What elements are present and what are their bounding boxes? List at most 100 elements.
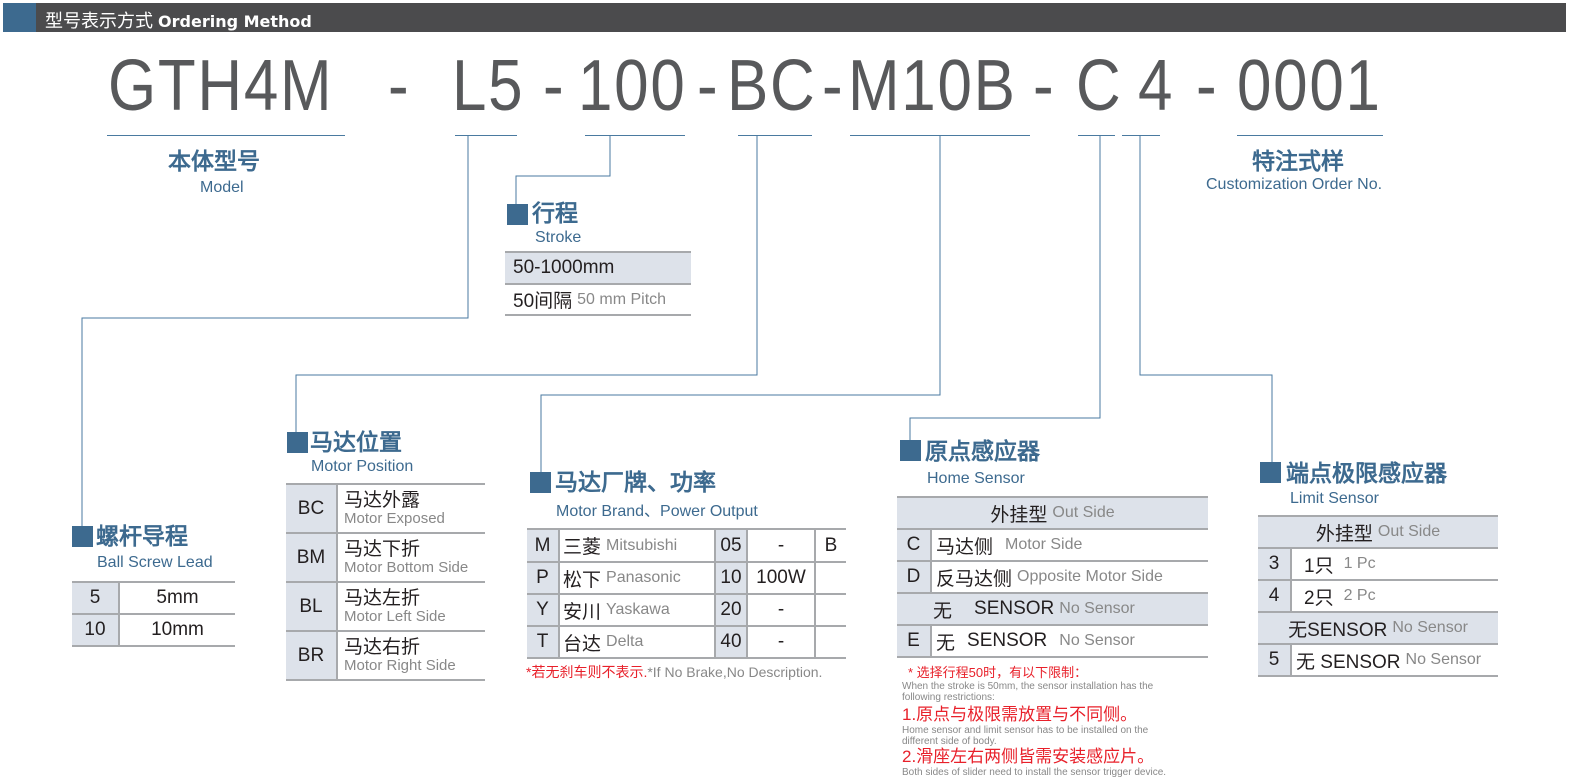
position-cn: 马达左折 [344,587,421,609]
note-head-cn: * 选择行程50时，有以下限制： [908,665,1088,680]
note-2-en: Both sides of slider need to install the… [902,767,1167,778]
position-cn: 马达下折 [344,538,421,560]
brake-cell [814,563,846,593]
lead-code: 10 [72,615,118,645]
limit-cn: 2只 [1304,587,1334,609]
note-2-cn: 2.滑座左右两侧皆需安装感应片。 [902,747,1155,766]
position-cn: 马达右折 [344,636,421,658]
code-dash: - [697,46,720,126]
lead-code: 5 [72,583,118,613]
brand-cn: 安川 [563,601,602,623]
limit-header-en: Out Side [1377,523,1441,540]
stroke-subtitle: Stroke [535,229,582,246]
power-value: - [746,627,814,657]
stroke-50-notes: * 选择行程50时，有以下限制： When the stroke is 50mm… [902,662,1182,778]
position-en: Motor Bottom Side [344,558,469,576]
none-cn: 无 [933,600,953,622]
title-en: Ordering Method [158,12,312,31]
code-lead: L5 [452,46,525,126]
underline [738,135,812,136]
e-en: No Sensor [1059,632,1135,649]
brand-code: T [527,627,558,657]
position-en: Motor Left Side [344,607,446,625]
brand-cn: 台达 [563,633,602,655]
home-cn: 反马达侧 [936,568,1013,590]
brake-cell [814,595,846,625]
motor-position-marker [287,432,308,453]
lead-value: 5mm [118,583,235,613]
underline [585,135,685,136]
none-en: No Sensor [1059,600,1135,617]
brand-cn: 三菱 [563,537,602,558]
custom-title: 特注式样 [1252,148,1344,174]
underline [1122,135,1160,136]
stroke-title: 行程 [532,200,578,226]
underline [107,135,345,136]
home-sensor-marker [900,440,921,461]
power-value: 100W [746,563,814,593]
connector-motor-position [295,136,758,433]
code-dash: - [388,46,411,126]
brand-en: Delta [606,633,644,650]
model-title: 本体型号 [168,148,260,174]
limit-five-en: No Sensor [1405,651,1482,668]
home-code: E [897,626,930,656]
power-code: 40 [714,627,746,657]
brake-code: B [814,530,846,561]
model-subtitle: Model [200,179,244,196]
position-code: BC [286,485,336,532]
table-row: 3 1只 1 Pc [1258,549,1498,581]
stroke-range: 50-1000mm [513,257,615,278]
brand-en: Panasonic [606,569,681,586]
code-motor-position: BC [727,46,817,126]
motor-brand-subtitle: Motor Brand、Power Output [556,503,758,520]
limit-en: 1 Pc [1343,555,1376,572]
limit-none-en: No Sensor [1392,619,1468,636]
brand-code: P [527,563,558,593]
none-sensor: SENSOR [974,598,1055,619]
brand-code: Y [527,595,558,625]
limit-none-cn: 无SENSOR [1288,619,1388,641]
code-limit-sensor: 4 [1138,46,1175,126]
pitch-en: 50 mm Pitch [577,290,667,308]
limit-code: 3 [1258,549,1290,579]
code-stroke: 100 [578,46,687,126]
code-motor-brand: M10B [848,46,1017,126]
connector-lead [81,136,469,527]
code-home-sensor: C [1076,46,1123,126]
position-en: Motor Right Side [344,656,456,674]
home-sensor-subtitle: Home Sensor [927,470,1025,487]
note-1-en: Home sensor and limit sensor has to be i… [902,725,1149,747]
code-model: GTH4M [108,46,334,126]
power-value: - [746,530,814,561]
underline [1237,135,1383,136]
limit-cn: 1只 [1304,555,1334,577]
brand-en: Yaskawa [606,601,670,618]
limit-sensor-marker [1260,462,1281,483]
motor-brand-marker [530,472,551,493]
lead-value: 10mm [118,615,235,645]
position-code: BL [286,583,336,630]
limit-en: 2 Pc [1343,587,1376,604]
position-code: BR [286,632,336,679]
brand-code: M [527,530,558,561]
home-en: Motor Side [1005,536,1083,553]
home-sensor-title: 原点感应器 [925,438,1040,464]
underline [1078,135,1115,136]
home-en: Opposite Motor Side [1017,568,1163,585]
motor-brand-title: 马达厂牌、功率 [555,469,716,495]
